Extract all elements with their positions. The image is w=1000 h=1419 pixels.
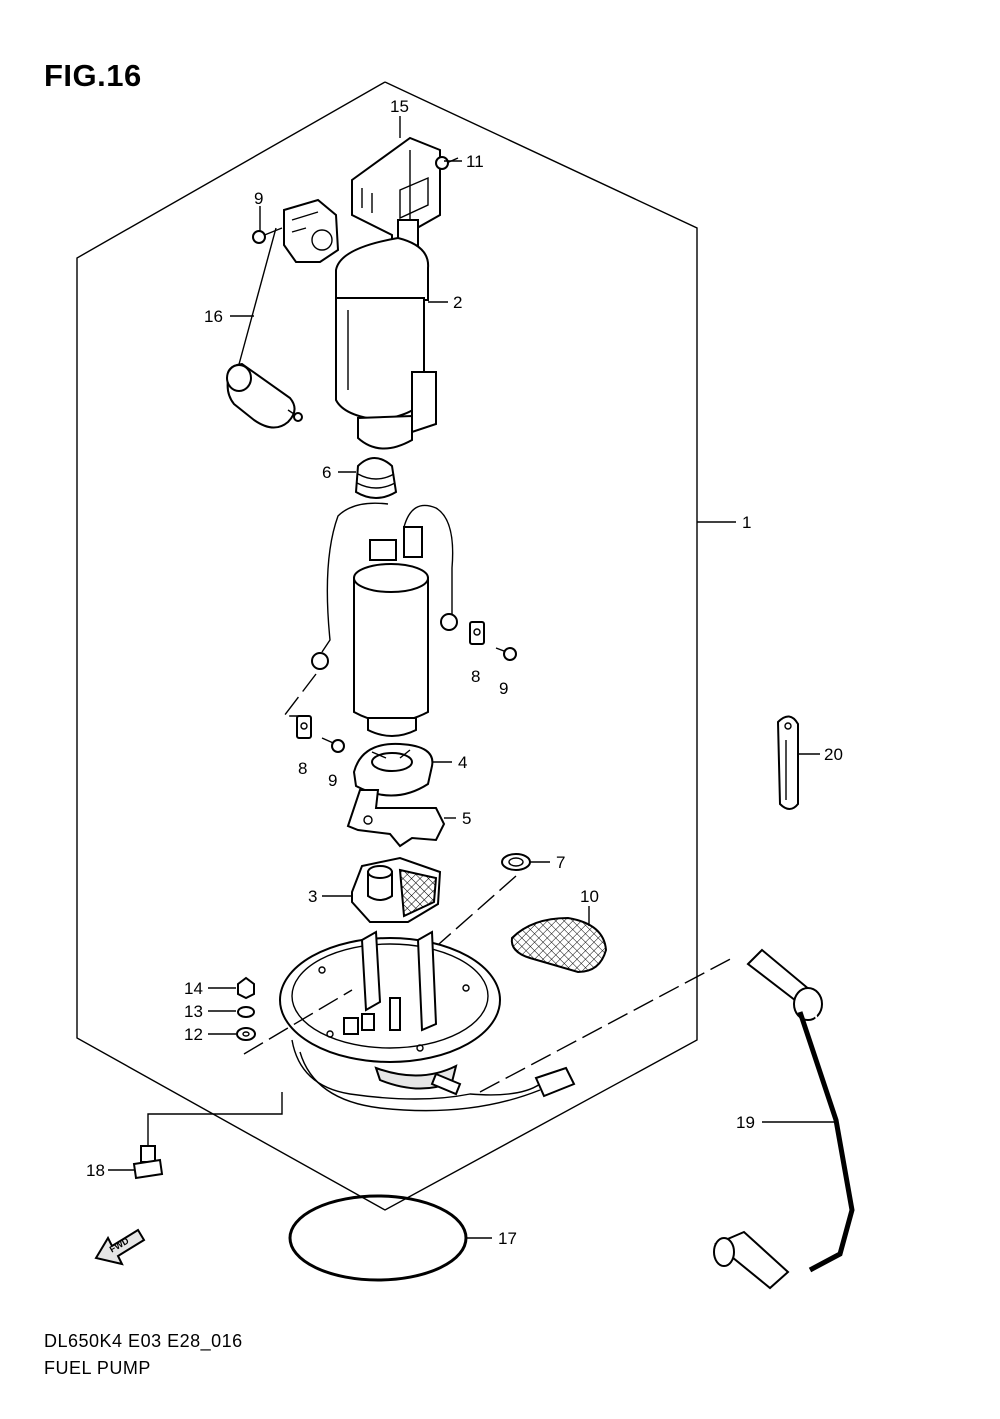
callout-1: 1 <box>742 513 751 532</box>
washer-part-13 <box>237 1006 255 1018</box>
pump-holder-part-4 <box>352 742 434 797</box>
callout-7: 7 <box>556 853 565 872</box>
leader-lines <box>108 116 836 1239</box>
diagram-name: FUEL PUMP <box>44 1358 151 1378</box>
bracket-part-15 <box>351 136 441 251</box>
callout-4: 4 <box>458 753 467 772</box>
callout-9-left: 9 <box>328 771 337 790</box>
tank-gasket-part-17 <box>288 1194 468 1282</box>
screw-part-9-top <box>252 227 283 244</box>
callout-9-right: 9 <box>499 679 508 698</box>
callout-10: 10 <box>580 887 599 906</box>
callout-19: 19 <box>736 1113 755 1132</box>
bracket-part-5 <box>346 789 446 848</box>
callout-15: 15 <box>390 97 409 116</box>
assembly-boundary <box>76 81 698 1211</box>
screw-part-9-right <box>495 647 517 661</box>
pump-filter-part-3 <box>351 856 442 923</box>
callout-12: 12 <box>184 1025 203 1044</box>
callout-11: 11 <box>466 152 484 171</box>
callout-16: 16 <box>204 307 223 326</box>
pump-base-plate <box>243 930 737 1112</box>
strainer-part-10 <box>510 916 608 974</box>
plate-part-8-left <box>296 715 312 739</box>
fuel-pump-motor <box>282 502 458 737</box>
plate-part-8-right <box>469 621 485 645</box>
figure-title: FIG.16 <box>44 58 142 93</box>
bolt-part-18 <box>132 1092 283 1180</box>
callout-3: 3 <box>308 887 317 906</box>
callout-17: 17 <box>498 1229 517 1248</box>
callout-18: 18 <box>86 1161 105 1180</box>
callout-20: 20 <box>824 745 843 764</box>
callout-5: 5 <box>462 809 471 828</box>
forward-arrow-icon <box>94 1228 146 1266</box>
screw-part-9-left <box>321 737 345 753</box>
fuel-hose-part-19 <box>713 948 866 1290</box>
model-code: DL650K4 E03 E28_016 <box>44 1331 243 1351</box>
screw-part-11 <box>435 156 459 170</box>
seal-part-6 <box>354 457 398 499</box>
callout-13: 13 <box>184 1002 203 1021</box>
callout-8-left: 8 <box>298 759 307 778</box>
callout-2: 2 <box>453 293 462 312</box>
fuel-level-sender-part-16 <box>226 198 340 429</box>
filter-housing-part-2 <box>335 219 437 450</box>
clip-part-20 <box>776 715 799 810</box>
callout-14: 14 <box>184 979 203 998</box>
callout-6: 6 <box>322 463 331 482</box>
nut-part-14 <box>237 976 255 1000</box>
callout-8-right: 8 <box>471 667 480 686</box>
callout-9-top: 9 <box>254 189 263 208</box>
lock-washer-part-12 <box>236 1027 256 1041</box>
